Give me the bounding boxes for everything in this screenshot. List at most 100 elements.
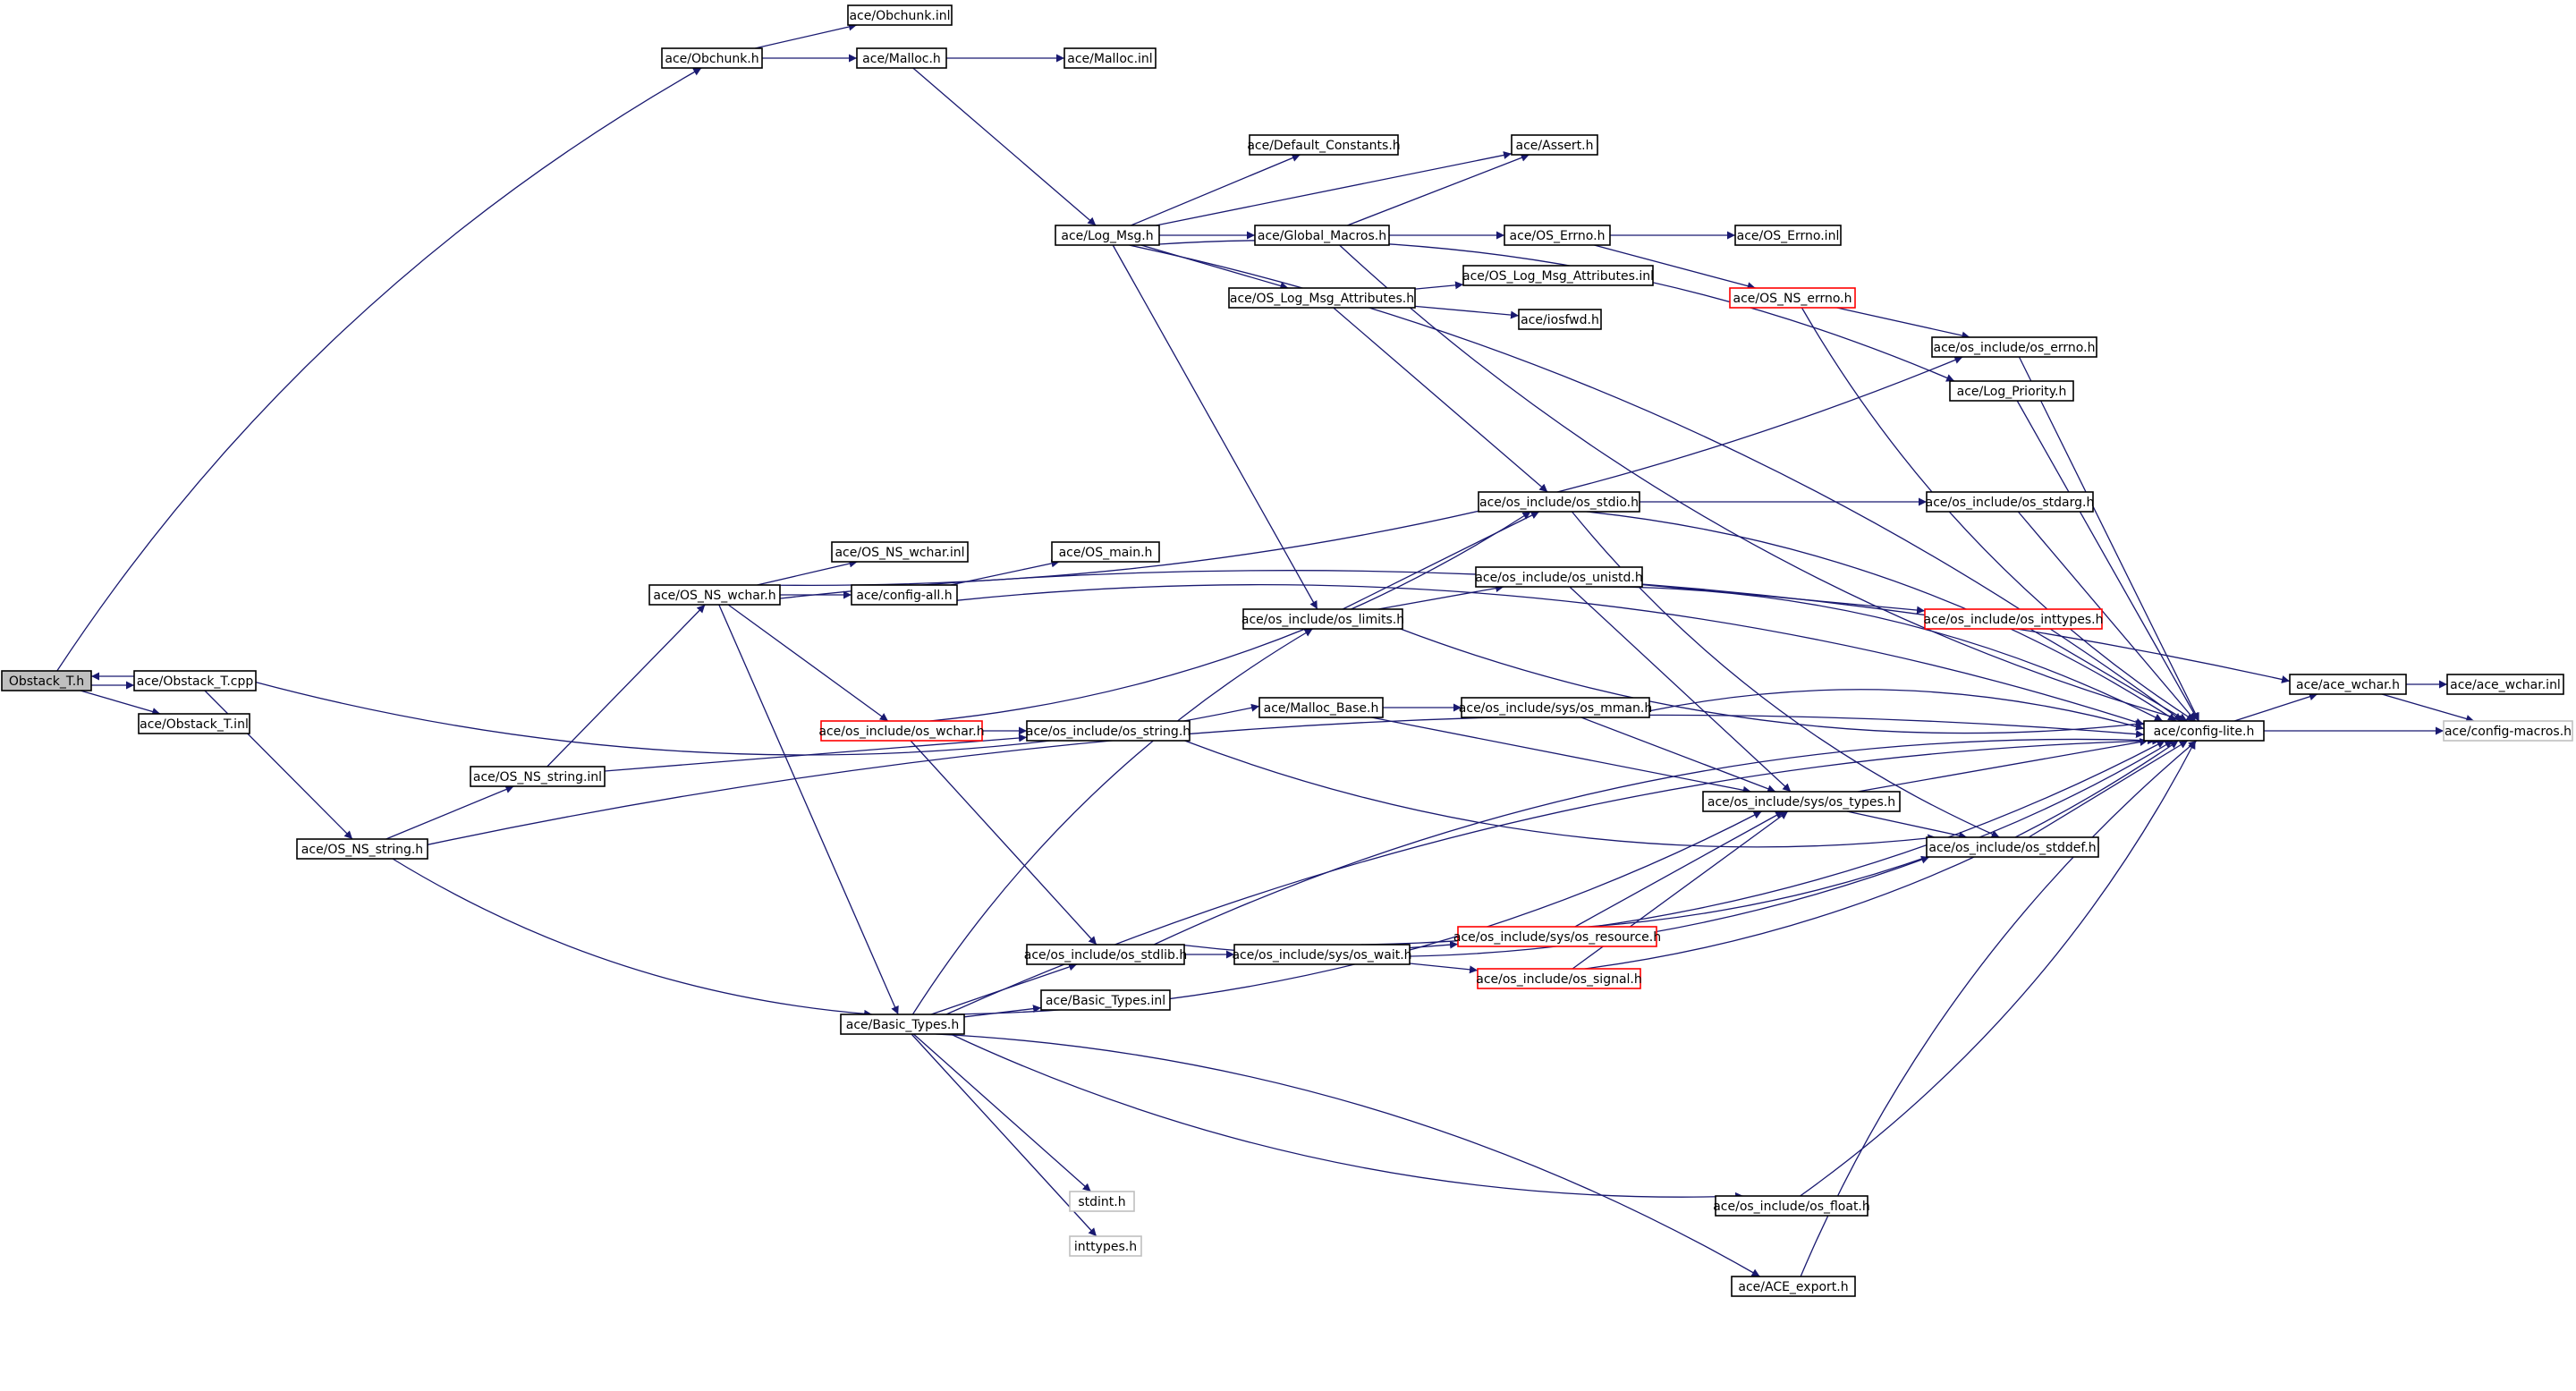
node-label: ace/OS_NS_string.h bbox=[301, 843, 423, 857]
node-os_log_msg_attr_h[interactable]: ace/OS_Log_Msg_Attributes.h bbox=[1228, 287, 1416, 309]
node-os_include_errno[interactable]: ace/os_include/os_errno.h bbox=[1931, 336, 2097, 358]
node-os_main[interactable]: ace/OS_main.h bbox=[1051, 541, 1160, 563]
node-os_mman[interactable]: ace/os_include/sys/os_mman.h bbox=[1459, 697, 1652, 718]
node-basic_types_inl[interactable]: ace/Basic_Types.inl bbox=[1040, 989, 1171, 1011]
node-os_stdarg[interactable]: ace/os_include/os_stdarg.h bbox=[1926, 491, 2095, 513]
node-box bbox=[1, 670, 92, 691]
node-config_lite[interactable]: ace/config-lite.h bbox=[2143, 720, 2265, 742]
node-os_log_msg_attr_inl[interactable]: ace/OS_Log_Msg_Attributes.inl bbox=[1462, 265, 1654, 286]
node-os_errno_inl[interactable]: ace/OS_Errno.inl bbox=[1734, 225, 1842, 246]
node-os_ns_string_h[interactable]: ace/OS_NS_string.h bbox=[296, 838, 428, 860]
node-box bbox=[1462, 265, 1654, 286]
node-os_stdlib[interactable]: ace/os_include/os_stdlib.h bbox=[1024, 944, 1187, 965]
node-assert_h[interactable]: ace/Assert.h bbox=[1511, 134, 1598, 156]
node-malloc_base[interactable]: ace/Malloc_Base.h bbox=[1258, 697, 1384, 718]
node-ace_wchar_inl[interactable]: ace/ace_wchar.inl bbox=[2446, 674, 2564, 695]
node-box bbox=[1715, 1195, 1868, 1217]
node-os_ns_errno[interactable]: ace/OS_NS_errno.h bbox=[1729, 287, 1856, 309]
node-os_inttypes[interactable]: ace/os_include/os_inttypes.h bbox=[1924, 608, 2104, 630]
node-label: ace/os_include/os_wchar.h bbox=[818, 725, 984, 739]
edge-log_priority-to-config_lite bbox=[2016, 400, 2199, 722]
node-label: ace/os_include/sys/os_wait.h bbox=[1232, 948, 1411, 963]
edge-basic_types_h-to-stdint bbox=[912, 1033, 1092, 1192]
edge-os_wait-to-os_resource bbox=[1409, 940, 1459, 949]
node-ace_wchar_h[interactable]: ace/ace_wchar.h bbox=[2289, 674, 2407, 695]
edge-log_msg-to-default_constants bbox=[1131, 154, 1301, 226]
node-config_all[interactable]: ace/config-all.h bbox=[851, 584, 958, 606]
node-os_string[interactable]: ace/os_include/os_string.h bbox=[1026, 720, 1191, 742]
node-malloc_h[interactable]: ace/Malloc.h bbox=[856, 47, 947, 69]
node-global_macros[interactable]: ace/Global_Macros.h bbox=[1254, 225, 1390, 246]
edge-os_ns_wchar_h-to-basic_types_h bbox=[718, 604, 899, 1015]
node-label: ace/os_include/os_stddef.h bbox=[1928, 841, 2096, 855]
node-box bbox=[847, 4, 953, 26]
node-malloc_inl[interactable]: ace/Malloc.inl bbox=[1063, 47, 1157, 69]
node-config_macros[interactable]: ace/config-macros.h bbox=[2443, 720, 2573, 742]
node-iosfwd[interactable]: ace/iosfwd.h bbox=[1518, 309, 1602, 330]
node-log_msg[interactable]: ace/Log_Msg.h bbox=[1055, 225, 1160, 246]
node-obstack_t_cpp[interactable]: ace/Obstack_T.cpp bbox=[133, 670, 257, 691]
node-box bbox=[661, 47, 763, 69]
node-label: ace/Log_Msg.h bbox=[1061, 229, 1153, 243]
edge-os_resource-to-os_types bbox=[1574, 810, 1784, 928]
node-basic_types_h[interactable]: ace/Basic_Types.h bbox=[840, 1014, 965, 1035]
node-box bbox=[851, 584, 958, 606]
node-label: ace/Obstack_T.inl bbox=[140, 717, 249, 732]
node-inttypes[interactable]: inttypes.h bbox=[1069, 1235, 1142, 1257]
node-obstack_t_h[interactable]: Obstack_T.h bbox=[1, 670, 92, 691]
node-label: ace/Obchunk.h bbox=[665, 52, 758, 66]
node-obstack_t_inl[interactable]: ace/Obstack_T.inl bbox=[138, 713, 250, 734]
node-stdint[interactable]: stdint.h bbox=[1069, 1191, 1135, 1212]
node-label: ace/Default_Constants.h bbox=[1247, 139, 1400, 153]
edge-os_stdarg-to-config_lite bbox=[2017, 511, 2197, 722]
edge-ace_export-to-config_lite bbox=[1800, 740, 2198, 1277]
edge-config_all-to-config_lite bbox=[956, 584, 2145, 726]
edge-os_limits-to-os_stdio bbox=[1342, 511, 1540, 610]
edge-os_ns_string_inl-to-os_ns_wchar_h bbox=[547, 604, 706, 768]
node-os_stdio[interactable]: ace/os_include/os_stdio.h bbox=[1478, 491, 1640, 513]
node-label: ace/ace_wchar.h bbox=[2296, 678, 2400, 692]
node-os_limits[interactable]: ace/os_include/os_limits.h bbox=[1241, 608, 1404, 630]
edge-log_msg-to-config_lite bbox=[1129, 244, 2183, 722]
node-box bbox=[1026, 720, 1191, 742]
edge-os_log_msg_attr_h-to-os_log_msg_attr_inl bbox=[1414, 281, 1464, 290]
node-box bbox=[1254, 225, 1390, 246]
edge-os_unistd-to-config_lite bbox=[1600, 586, 2164, 722]
edge-basic_types_h-to-ace_export bbox=[936, 1033, 1760, 1277]
node-os_float[interactable]: ace/os_include/os_float.h bbox=[1713, 1195, 1870, 1217]
node-os_include_wchar[interactable]: ace/os_include/os_wchar.h bbox=[818, 720, 985, 742]
node-obchunk_h[interactable]: ace/Obchunk.h bbox=[661, 47, 763, 69]
edge-log_msg-to-os_log_msg_attr_h bbox=[1140, 244, 1289, 290]
edge-os_wait-to-os_signal bbox=[1409, 963, 1479, 974]
node-os_signal[interactable]: ace/os_include/os_signal.h bbox=[1476, 968, 1642, 989]
node-os_types[interactable]: ace/os_include/sys/os_types.h bbox=[1702, 791, 1901, 812]
node-log_priority[interactable]: ace/Log_Priority.h bbox=[1949, 380, 2074, 402]
node-label: ace/os_include/os_stdio.h bbox=[1479, 496, 1639, 510]
edge-obstack_t_h-to-obstack_t_inl bbox=[80, 690, 161, 716]
node-ace_export[interactable]: ace/ACE_export.h bbox=[1731, 1276, 1856, 1297]
edge-os_ns_wchar_h-to-os_include_wchar bbox=[727, 604, 889, 722]
node-os_resource[interactable]: ace/os_include/sys/os_resource.h bbox=[1453, 926, 1661, 947]
node-default_constants[interactable]: ace/Default_Constants.h bbox=[1247, 134, 1401, 156]
node-label: ace/Global_Macros.h bbox=[1258, 229, 1386, 243]
node-os_ns_wchar_inl[interactable]: ace/OS_NS_wchar.inl bbox=[831, 541, 969, 563]
node-os_errno_h[interactable]: ace/OS_Errno.h bbox=[1504, 225, 1611, 246]
edge-os_unistd-to-os_types bbox=[1569, 586, 1792, 793]
node-label: Obstack_T.h bbox=[9, 674, 84, 689]
node-label: ace/ace_wchar.inl bbox=[2450, 678, 2561, 692]
node-os_ns_string_inl[interactable]: ace/OS_NS_string.inl bbox=[470, 766, 606, 787]
node-os_unistd[interactable]: ace/os_include/os_unistd.h bbox=[1475, 566, 1643, 588]
node-box bbox=[1475, 566, 1643, 588]
node-os_stddef[interactable]: ace/os_include/os_stddef.h bbox=[1926, 836, 2099, 858]
edge-basic_types_h-to-inttypes bbox=[911, 1033, 1097, 1237]
node-os_wait[interactable]: ace/os_include/sys/os_wait.h bbox=[1232, 944, 1412, 965]
node-label: ace/config-macros.h bbox=[2445, 725, 2572, 739]
edge-os_ns_string_h-to-basic_types_h bbox=[392, 858, 873, 1018]
edge-os_limits-to-os_unistd bbox=[1377, 584, 1504, 610]
node-label: ace/os_include/os_stdarg.h bbox=[1926, 496, 2095, 510]
node-obchunk_inl[interactable]: ace/Obchunk.inl bbox=[847, 4, 953, 26]
node-box bbox=[1926, 491, 2094, 513]
node-os_ns_wchar_h[interactable]: ace/OS_NS_wchar.h bbox=[648, 584, 781, 606]
node-label: ace/os_include/os_unistd.h bbox=[1475, 571, 1642, 585]
node-label: ace/Obstack_T.cpp bbox=[137, 674, 254, 689]
